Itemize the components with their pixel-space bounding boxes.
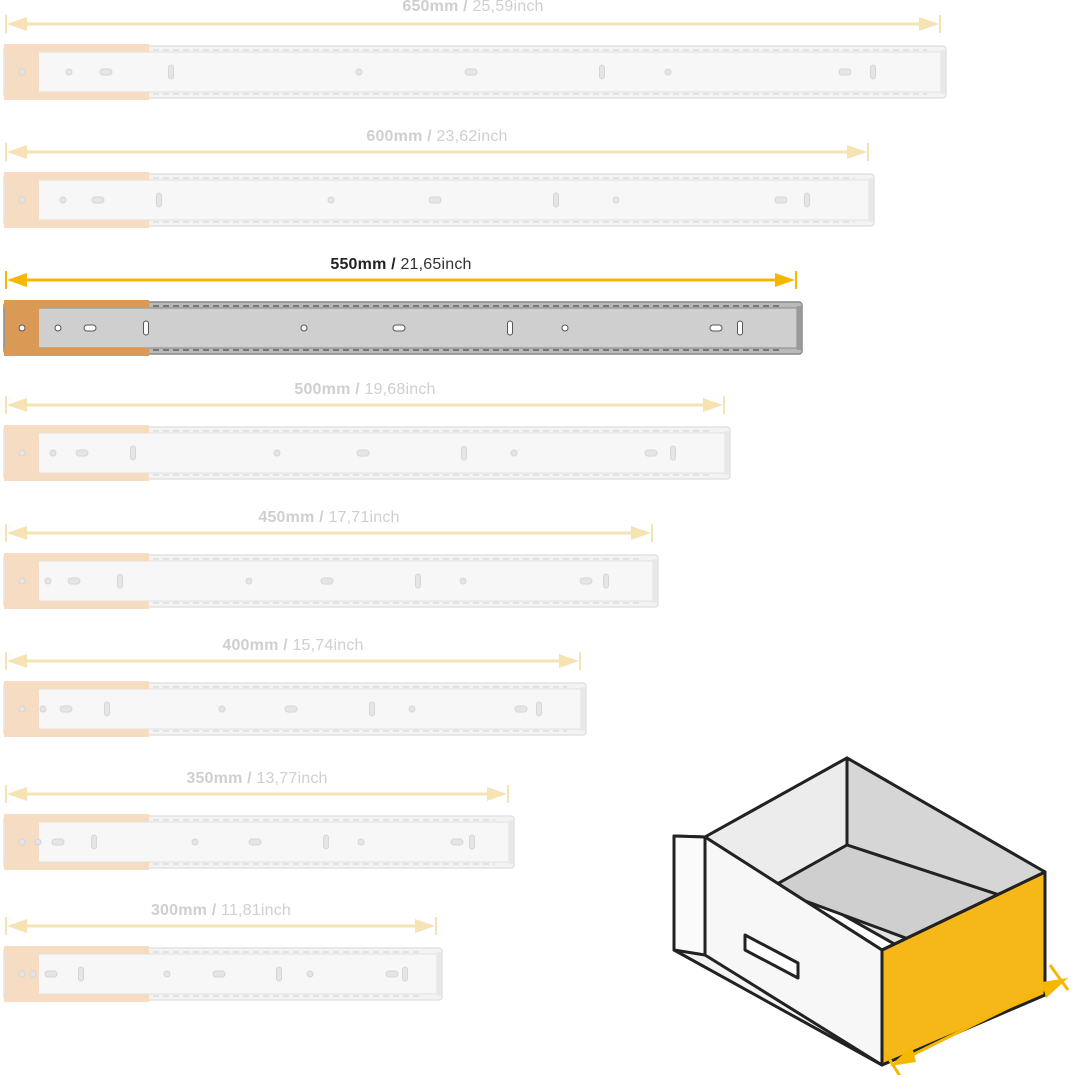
size-mm: 550mm [330,256,387,273]
dimension-arrow [5,524,653,542]
size-inch: 13,77inch [256,770,328,787]
size-separator: / [422,128,437,145]
size-separator: / [207,902,222,919]
size-mm: 300mm [150,902,208,919]
size-mm: 600mm [366,128,423,145]
size-separator: / [242,770,257,787]
rail-size-label: 350mm / 13,77inch [0,770,514,788]
size-separator: / [350,381,365,398]
drawer-rail [3,553,659,609]
rail-size-label: 600mm / 23,62inch [0,128,874,146]
rail-size-label: 400mm / 15,74inch [0,637,586,655]
size-mm: 650mm [402,0,459,15]
size-inch: 17,71inch [328,509,400,526]
size-inch: 23,62inch [436,128,508,145]
depth-arrow [897,980,1061,1064]
dimension-arrow [5,271,797,289]
dimension-arrow [5,396,725,414]
drawer-rail [3,44,947,100]
size-mm: 400mm [222,637,279,654]
dimension-arrow [5,143,869,161]
size-mm: 500mm [294,381,351,398]
drawer-rail [3,814,515,870]
drawer-rail [3,681,587,737]
drawer-rail [3,946,443,1002]
rail-size-label: 550mm / 21,65inch [0,256,802,274]
drawer-rail [3,425,731,481]
size-separator: / [386,256,401,273]
size-separator: / [314,509,329,526]
drawer-handle [743,933,800,980]
dimension-arrow [5,652,581,670]
size-mm: 450mm [258,509,315,526]
dimension-arrow [5,15,941,33]
size-inch: 25,59inch [472,0,544,15]
dimension-arrow [5,917,437,935]
dimension-arrow [5,785,509,803]
size-inch: 15,74inch [292,637,364,654]
size-separator: / [278,637,293,654]
rail-size-label: 300mm / 11,81inch [0,902,442,920]
drawer-rail [3,172,875,228]
rail-size-label: 650mm / 25,59inch [0,0,946,16]
drawer-rail [3,300,803,356]
size-separator: / [458,0,473,15]
rail-size-label: 450mm / 17,71inch [0,509,658,527]
size-inch: 11,81inch [221,902,292,919]
size-inch: 21,65inch [400,256,472,273]
size-inch: 19,68inch [364,381,436,398]
drawer-depth-icon [672,756,1070,1075]
rail-size-label: 500mm / 19,68inch [0,381,730,399]
drawer-front-edge [672,834,707,957]
size-mm: 350mm [186,770,243,787]
